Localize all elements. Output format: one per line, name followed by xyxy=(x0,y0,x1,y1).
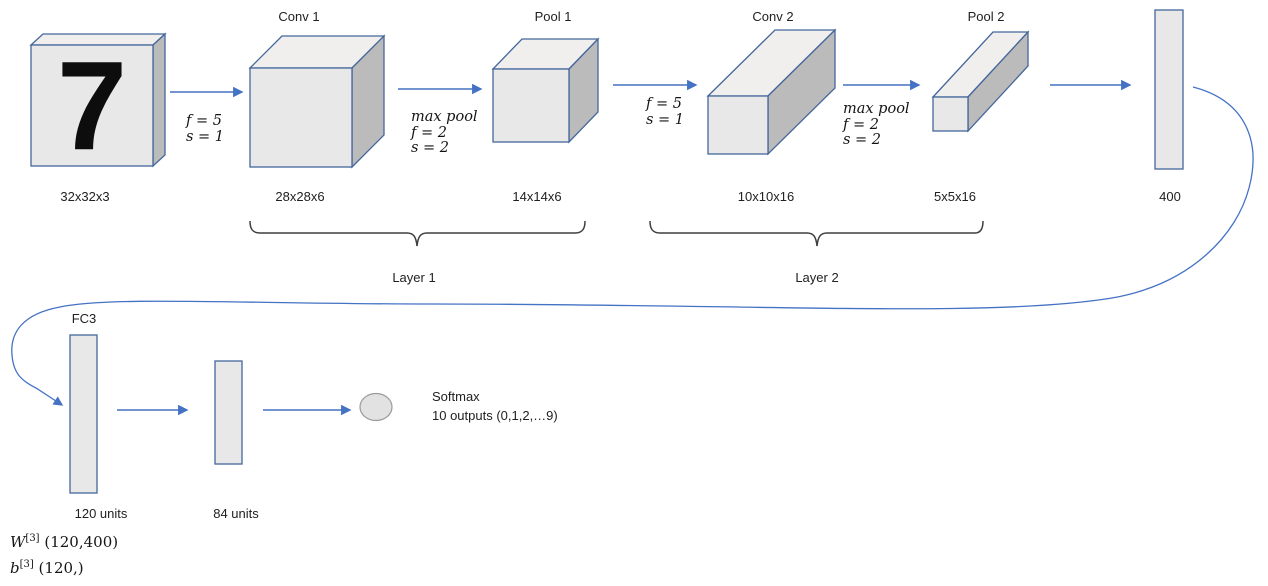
layer2-brace xyxy=(649,220,984,247)
conv1-title: Conv 1 xyxy=(278,9,320,24)
fc3-units: 120 units xyxy=(74,506,128,521)
softmax-node xyxy=(359,392,393,422)
layer1-brace xyxy=(249,220,586,247)
pool1-params: max pool f = 2 s = 2 xyxy=(411,109,478,156)
pool2-cube xyxy=(931,30,1030,133)
weight-shape-annotation: W[3] (120,400) xyxy=(10,533,119,551)
conv1-cube xyxy=(248,34,386,169)
conv1-dims: 28x28x6 xyxy=(275,189,325,204)
pool2-dims: 5x5x16 xyxy=(934,189,976,204)
fc3-vector xyxy=(69,334,98,494)
fc4-vector xyxy=(214,360,243,465)
conv2-params: f = 5 s = 1 xyxy=(646,96,685,128)
pool1-dims: 14x14x6 xyxy=(512,189,562,204)
connector-flatten-to-fc3 xyxy=(11,86,1254,406)
conv2-title: Conv 2 xyxy=(752,9,794,24)
flatten-vector-400 xyxy=(1154,9,1184,170)
flatten-dims: 400 xyxy=(1159,189,1181,204)
conv2-dims: 10x10x16 xyxy=(737,189,795,204)
fc3-title: FC3 xyxy=(71,311,97,326)
layer2-label: Layer 2 xyxy=(795,270,839,285)
pool2-params: max pool f = 2 s = 2 xyxy=(843,101,910,148)
layer1-label: Layer 1 xyxy=(392,270,436,285)
pool1-cube xyxy=(491,37,600,144)
softmax-outputs: 10 outputs (0,1,2,…9) xyxy=(432,408,558,423)
input-dims: 32x32x3 xyxy=(60,189,110,204)
fc4-units: 84 units xyxy=(213,506,259,521)
input-image-cube xyxy=(29,32,167,168)
softmax-title: Softmax xyxy=(432,389,480,404)
bias-shape-annotation: b[3] (120,) xyxy=(10,559,84,577)
pool2-title: Pool 2 xyxy=(967,9,1005,24)
conv1-params: f = 5 s = 1 xyxy=(186,113,225,145)
input-digit: 7 xyxy=(56,35,128,176)
pool1-title: Pool 1 xyxy=(534,9,572,24)
conv2-cube xyxy=(706,28,837,156)
